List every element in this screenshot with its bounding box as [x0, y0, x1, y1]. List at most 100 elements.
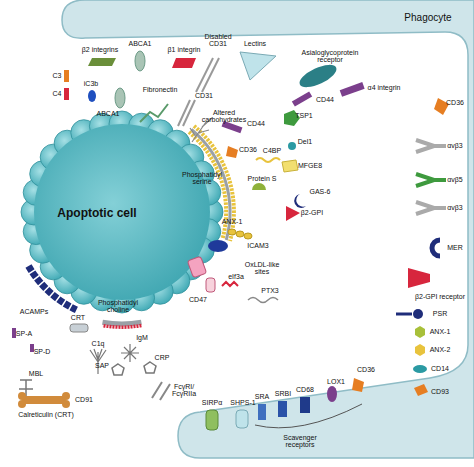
shps1-symbol — [236, 410, 248, 428]
node-title: Apoptotic cell — [57, 206, 136, 220]
molecule-label: Fibronectin — [143, 86, 178, 93]
abca1-symbol — [115, 88, 125, 108]
molecule-label: CRP — [155, 354, 170, 361]
surfactant-symbol — [12, 328, 16, 338]
annexin-symbol — [415, 326, 425, 356]
molecule-label: MFGE8 — [298, 162, 322, 169]
molecule-label: Asialoglycoprotein receptor — [290, 49, 370, 64]
molecule-label: GAS-6 — [309, 188, 330, 195]
complement-symbol — [64, 88, 69, 100]
scavenger-symbol — [278, 401, 287, 417]
molecule-label: LOX1 — [327, 378, 345, 385]
molecule-label: Lectins — [244, 40, 266, 47]
oxldl-symbol — [187, 256, 206, 278]
molecule-label: SRBI — [275, 390, 291, 397]
molecule-label: PTX3 — [261, 287, 279, 294]
beta2-integrin-symbol — [88, 58, 116, 66]
pc-heads — [103, 326, 142, 328]
molecule-label: Del1 — [298, 138, 312, 145]
lectin-symbol — [240, 52, 276, 80]
abca1-symbol — [135, 51, 145, 71]
beta1-integrin-symbol — [172, 58, 196, 68]
ps-membrane — [189, 132, 226, 239]
cd36-symbol — [226, 146, 238, 158]
annexin-chain — [244, 233, 252, 239]
mer-symbol — [432, 240, 440, 256]
cd31-symbol — [183, 100, 195, 126]
fc-receptor-symbol — [152, 382, 170, 400]
molecule-label: SP-D — [34, 348, 51, 355]
lectin-symbol — [240, 52, 276, 80]
molecule-label: ANX-1 — [430, 328, 451, 335]
beta2-integrin-symbol — [88, 58, 116, 66]
scavenger-symbol — [300, 397, 310, 413]
acamps-beads — [29, 266, 77, 310]
molecule-label: SIRPα — [202, 399, 222, 406]
mfge8-symbol — [282, 160, 298, 172]
cd44-symbol — [292, 91, 312, 106]
molecule-label: CD47 — [189, 296, 207, 303]
eif3a-symbol — [222, 282, 238, 286]
cd91-symbol — [18, 400, 26, 408]
protein-s-symbol — [252, 183, 266, 190]
crt-symbol — [70, 324, 88, 332]
annexin-chain — [236, 231, 244, 237]
molecule-label: MER — [447, 244, 463, 251]
gpi-receptor-symbol — [408, 268, 430, 288]
molecule-label: ANX-1 — [222, 218, 243, 225]
molecule-label: ABCA1 — [97, 110, 120, 117]
molecule-label: ABCA1 — [129, 40, 152, 47]
molecule-label: Phosphatidyl choline — [96, 299, 140, 314]
abca1-symbol — [115, 88, 125, 108]
scavenger-symbol — [255, 378, 364, 428]
integrin-symbol — [416, 140, 446, 214]
mfge8-symbol — [282, 160, 298, 172]
complement-symbol — [64, 70, 69, 82]
molecule-label: Phosphatidyl serine — [182, 171, 222, 186]
scavenger-symbol — [258, 404, 266, 420]
molecule-label: MBL — [29, 370, 43, 377]
pc-heads — [103, 322, 142, 324]
asialoglycoprotein-symbol — [296, 60, 339, 91]
molecule-label: CRT — [71, 314, 85, 321]
molecule-label: SRA — [255, 393, 269, 400]
molecule-label: PSR — [433, 310, 447, 317]
molecule-label: OxLDL-like sites — [239, 261, 285, 276]
acamps-beads — [29, 266, 77, 310]
igm-symbol — [121, 344, 139, 362]
gas6-symbol — [294, 194, 306, 208]
molecule-label: β1 integrin — [168, 46, 201, 53]
fibronectin-symbol — [140, 104, 168, 122]
molecule-label: β2 integrins — [82, 46, 118, 53]
c4bp-symbol — [256, 158, 280, 162]
molecule-label: CD36 — [357, 366, 375, 373]
molecule-label: Calreticulin (CRT) — [18, 411, 74, 418]
c1q-symbol — [90, 349, 106, 374]
molecule-label: Disabled CD31 — [201, 33, 235, 48]
eif3a-symbol — [222, 282, 238, 286]
molecule-label: CD68 — [296, 386, 314, 393]
cd47-symbol — [206, 278, 215, 292]
molecule-label: CD31 — [195, 92, 213, 99]
gpi-symbol — [286, 206, 300, 221]
pc-heads — [103, 322, 142, 327]
surfactant-symbol — [30, 344, 34, 352]
molecule-label: eIf3a — [228, 273, 244, 280]
molecule-label: ACAMPs — [20, 308, 48, 315]
fibronectin-symbol — [140, 104, 168, 122]
icam3-symbol — [208, 240, 228, 252]
surfactant-symbol — [12, 328, 34, 352]
del1-symbol — [288, 142, 296, 150]
molecule-label: TSP1 — [295, 112, 313, 119]
psr-symbol — [396, 313, 412, 316]
cd31-symbol — [178, 58, 219, 126]
protein-s-symbol — [252, 183, 266, 190]
cd14-symbol — [413, 365, 427, 373]
shps1-symbol — [236, 410, 248, 428]
annexin-chain — [228, 229, 252, 239]
molecule-label: αvβ3 — [447, 204, 462, 211]
molecule-label: Protein S — [248, 175, 277, 182]
crp-symbol — [144, 362, 156, 373]
molecule-label: C4BP — [263, 147, 281, 154]
